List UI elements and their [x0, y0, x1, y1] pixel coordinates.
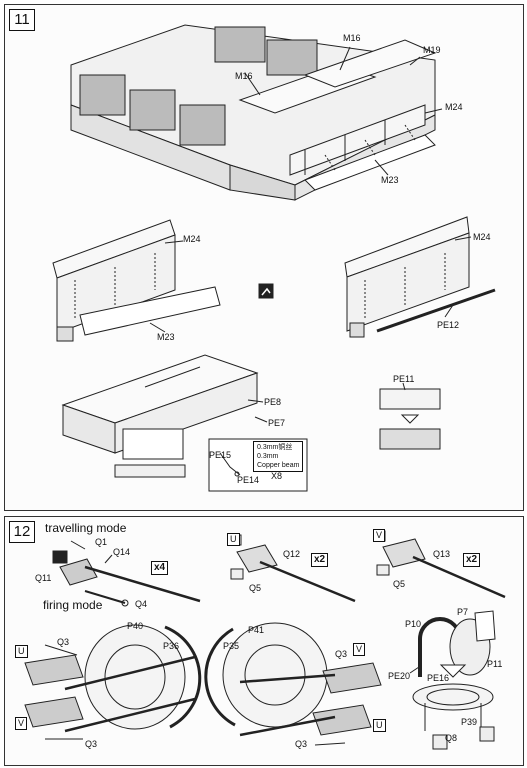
step-12-panel: 12	[4, 516, 524, 766]
label-p35: P35	[223, 641, 240, 651]
label-m23: M23	[381, 175, 399, 185]
label-pe20: PE20	[388, 671, 411, 681]
label-m24-left: M24	[183, 234, 201, 244]
label-pe12: PE12	[437, 320, 460, 330]
step-12-illustration	[24, 530, 506, 750]
label-pe14: PE14	[237, 475, 260, 485]
label-q11: Q11	[35, 573, 52, 583]
label-m19: M19	[423, 45, 441, 55]
label-m16-mid: M16	[235, 71, 253, 81]
note-line-2: 0.3mm	[257, 453, 279, 460]
label-firing-mode: firing mode	[43, 598, 103, 612]
label-q3: Q3	[57, 637, 70, 647]
variant-v-marker-left: V	[15, 717, 28, 730]
label-m24: M24	[445, 102, 463, 112]
copper-beam-note: 0.3mm铜丝 0.3mm Copper beam	[253, 441, 304, 472]
label-p41: P41	[248, 625, 265, 635]
quantity-x2-right: x2	[463, 553, 481, 567]
step-number: 12	[9, 521, 35, 543]
label-q5: Q5	[249, 583, 262, 593]
label-p11: P11	[487, 659, 503, 669]
label-m23-left: M23	[157, 332, 175, 342]
label-p39: P39	[461, 717, 478, 727]
label-q4: Q4	[135, 599, 148, 609]
label-p10: P10	[405, 619, 422, 629]
label-pe11: PE11	[393, 374, 415, 384]
label-q5-right: Q5	[393, 579, 406, 589]
label-q1: Q1	[95, 537, 108, 547]
note-line-3: Copper beam	[257, 462, 300, 469]
label-q3-mid: Q3	[335, 649, 348, 659]
label-q3-mid-bottom: Q3	[295, 739, 308, 749]
label-x8: X8	[271, 471, 283, 481]
quantity-x4: x4	[151, 561, 169, 575]
label-m24-right: M24	[473, 232, 491, 242]
quantity-x2: x2	[311, 553, 329, 567]
label-p36: P36	[163, 641, 180, 651]
label-q3-bottom: Q3	[85, 739, 98, 749]
label-p7: P7	[457, 607, 469, 617]
label-q12: Q12	[283, 549, 301, 559]
variant-u-marker-mid: U	[373, 719, 386, 732]
step-number: 11	[9, 9, 35, 31]
variant-u-marker-left: U	[15, 645, 28, 658]
label-travelling-mode: travelling mode	[45, 521, 127, 535]
step-11-panel: 11	[4, 4, 524, 511]
label-pe8: PE8	[264, 397, 282, 407]
step-11-illustration	[52, 24, 496, 492]
label-pe15: PE15	[209, 450, 232, 460]
label-p40: P40	[127, 621, 144, 631]
label-q8: Q8	[445, 733, 458, 743]
label-m16: M16	[343, 33, 361, 43]
variant-u-marker: U	[227, 533, 240, 546]
note-line-1: 0.3mm铜丝	[257, 444, 293, 451]
label-q14: Q14	[113, 547, 131, 557]
label-pe16: PE16	[427, 673, 450, 683]
label-pe7: PE7	[268, 418, 286, 428]
label-q13: Q13	[433, 549, 451, 559]
variant-v-marker-mid: V	[353, 643, 366, 656]
variant-v-marker: V	[373, 529, 386, 542]
